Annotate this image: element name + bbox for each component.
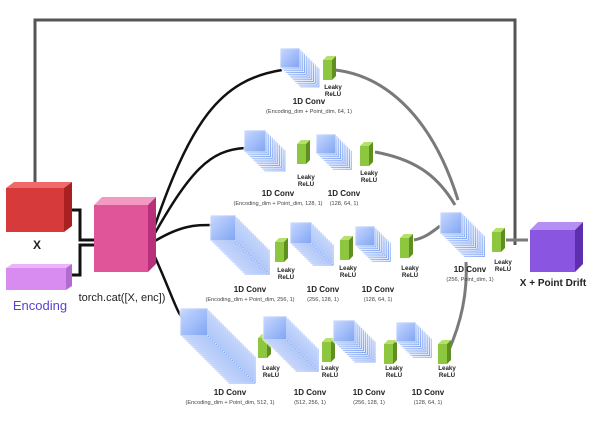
relu-label: ReLU: [361, 177, 378, 184]
output-label: X + Point Drift: [520, 278, 587, 289]
conv-title: 1D Conv: [412, 388, 445, 397]
relu-label: ReLU: [340, 272, 357, 279]
concat-block: [94, 197, 156, 272]
branch4-layer-3-relu-block: [384, 340, 397, 364]
conv-title: 1D Conv: [234, 285, 267, 294]
conv-title: 1D Conv: [214, 388, 247, 397]
branch3-layer-2-conv-stack: [289, 221, 335, 267]
conv-title: 1D Conv: [454, 265, 487, 274]
x-label: X: [33, 238, 41, 252]
conv-dims: (256, Point_dim, 1): [446, 277, 493, 283]
conv-dims: (128, 64, 1): [364, 297, 393, 303]
relu-label: Leaky: [339, 265, 357, 272]
branch1-layer-1-relu-block: [323, 56, 336, 80]
conv-title: 1D Conv: [294, 388, 327, 397]
branch2-layer-1-relu-block: [297, 140, 310, 164]
relu-label: ReLU: [495, 266, 512, 273]
branch2-layer-2-conv-stack: [315, 133, 353, 171]
conv-dims: (256, 128, 1): [353, 400, 385, 406]
concat-label: torch.cat([X, enc]): [79, 292, 166, 304]
relu-label: Leaky: [297, 174, 315, 181]
branch4-layer-4-relu-block: [438, 340, 451, 364]
x-block: [6, 182, 72, 232]
relu-label: ReLU: [322, 372, 339, 379]
relu-label: ReLU: [263, 372, 280, 379]
conv-dims: (Encoding_dim + Point_dim, 128, 1): [233, 201, 322, 207]
conv-dims: (512, 256, 1): [294, 400, 326, 406]
merge-connectors: [334, 68, 528, 353]
branch4-layer-2-conv-stack: [262, 315, 320, 373]
relu-label: Leaky: [385, 365, 403, 372]
conv-title: 1D Conv: [307, 285, 340, 294]
conv-title: 1D Conv: [362, 285, 395, 294]
relu-label: ReLU: [439, 372, 456, 379]
conv-dims: (Encoding_dim + Point_dim, 256, 1): [205, 297, 294, 303]
skip-connection-line: [33, 18, 517, 245]
conv-title: 1D Conv: [262, 189, 295, 198]
relu-label: ReLU: [298, 181, 315, 188]
output-block: [530, 222, 583, 272]
branch3-layer-2-relu-block: [340, 236, 353, 260]
relu-label: ReLU: [386, 372, 403, 379]
branch-connectors: [148, 68, 283, 322]
conv-title: 1D Conv: [328, 189, 361, 198]
branch2-layer-1-conv-stack: [243, 129, 287, 173]
conv-dims: (128, 64, 1): [330, 201, 359, 207]
conv-dims: (256, 128, 1): [307, 297, 339, 303]
relu-label: Leaky: [438, 365, 456, 372]
relu-label: ReLU: [325, 91, 342, 98]
conv-dims: (128, 64, 1): [414, 400, 443, 406]
branch3-layer-3-relu-block: [400, 234, 413, 258]
branch2-layer-2-relu-block: [360, 142, 373, 166]
relu-label: Leaky: [277, 267, 295, 274]
branch4-layer-3-conv-stack: [332, 319, 377, 364]
branch4-layer-4-conv-stack: [395, 321, 433, 359]
branch3-layer-1-relu-block: [275, 238, 288, 262]
relu-label: Leaky: [262, 365, 280, 372]
relu-label: Leaky: [321, 365, 339, 372]
relu-label: ReLU: [278, 274, 295, 281]
merge-layer-1-conv-stack: [439, 211, 486, 258]
encoding-label: Encoding: [13, 298, 67, 313]
conv-dims: (Encoding_dim + Point_dim, 64, 1): [266, 109, 352, 115]
merge-layer-1-relu-block: [492, 228, 505, 252]
conv-title: 1D Conv: [353, 388, 386, 397]
branch4-layer-2-relu-block: [322, 338, 335, 362]
encoding-block: [6, 264, 72, 290]
branch3-layer-3-conv-stack: [354, 225, 392, 263]
relu-label: Leaky: [360, 170, 378, 177]
conv-title: 1D Conv: [293, 97, 326, 106]
conv-dims: (Encoding_dim + Point_dim, 512, 1): [185, 400, 274, 406]
relu-label: Leaky: [324, 84, 342, 91]
branch4-layer-1-conv-stack: [179, 307, 257, 385]
relu-label: ReLU: [402, 272, 419, 279]
relu-label: Leaky: [401, 265, 419, 272]
branch3-layer-1-conv-stack: [209, 214, 271, 276]
relu-label: Leaky: [494, 259, 512, 266]
branch1-layer-1-conv-stack: [279, 47, 321, 89]
